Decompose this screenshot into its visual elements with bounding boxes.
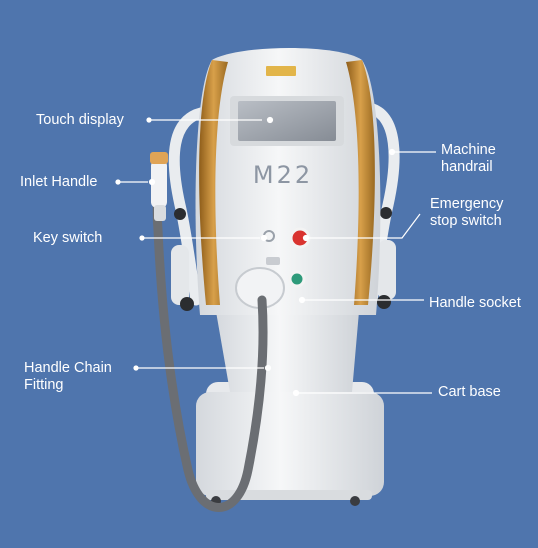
label-touch-display: Touch display: [36, 112, 124, 128]
body-column: [214, 300, 360, 392]
label-cart-base: Cart base: [438, 384, 501, 400]
touch-display: [230, 96, 344, 146]
label-machine-handrail: Machine handrail: [441, 142, 496, 175]
handle-socket-button[interactable]: [288, 270, 306, 288]
control-panel: [263, 227, 311, 288]
handrail-left: [168, 106, 211, 311]
label-handle-chain-fitting: Handle Chain Fitting: [24, 360, 112, 393]
label-emergency-stop-switch: Emergency stop switch: [430, 196, 504, 229]
inlet-handle[interactable]: [150, 152, 168, 221]
top-logo-mark: [266, 66, 296, 76]
model-text: M22: [253, 161, 313, 189]
label-key-switch: Key switch: [33, 230, 103, 246]
cart-base: [196, 382, 384, 506]
label-handle-socket: Handle socket: [429, 295, 521, 311]
handle-cable: [152, 175, 268, 512]
label-inlet-handle: Inlet Handle: [20, 174, 98, 190]
leader-lines: [115, 116, 436, 397]
